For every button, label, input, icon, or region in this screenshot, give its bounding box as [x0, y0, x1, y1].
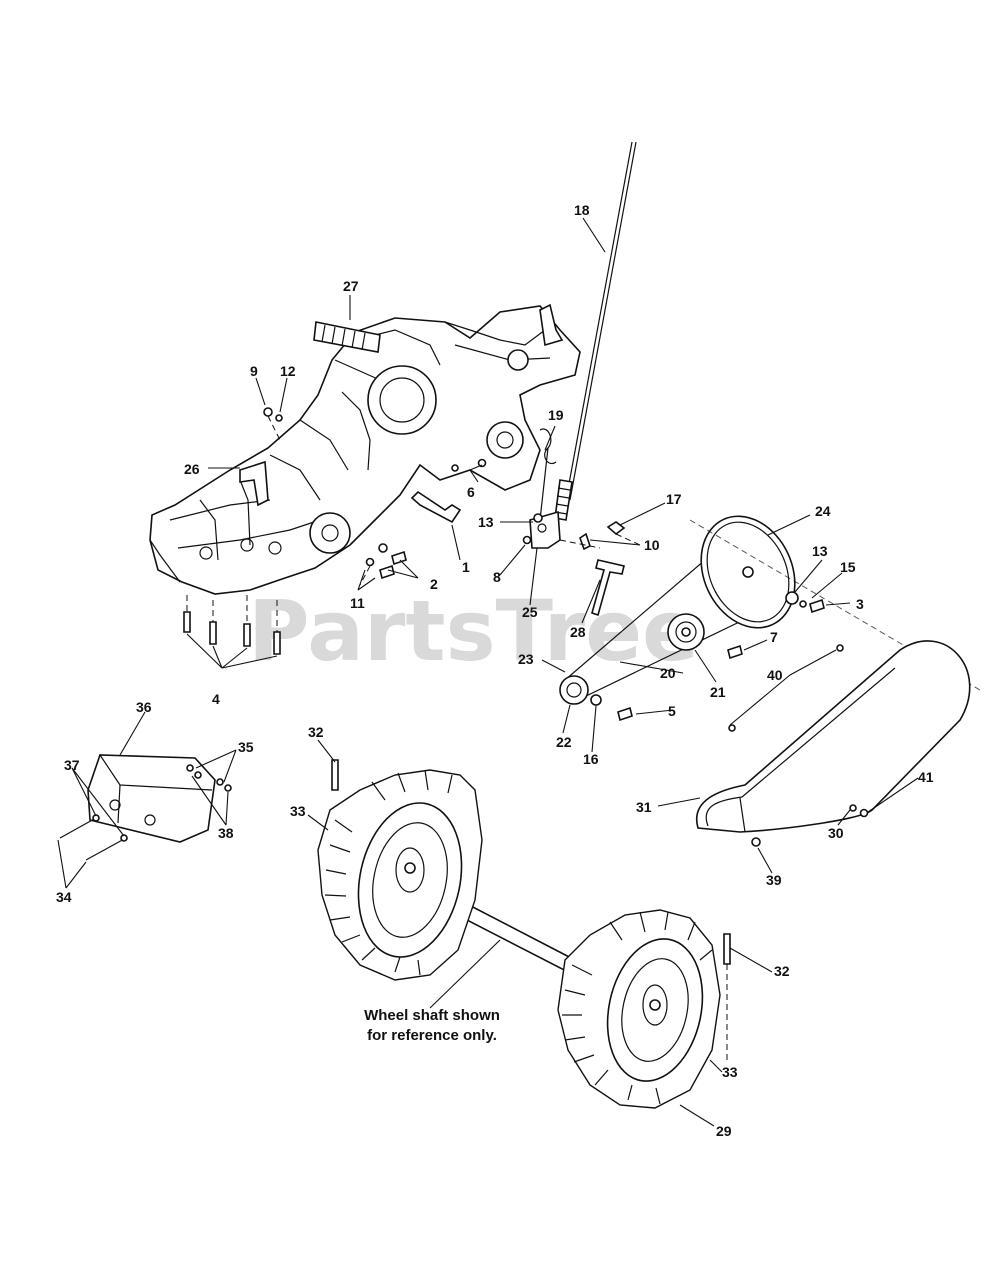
callout-2: 2: [430, 576, 438, 592]
callout-40: 40: [767, 667, 783, 683]
callout-35: 35: [238, 739, 254, 755]
callout-17: 17: [666, 491, 682, 507]
reference-note-line-1: Wheel shaft shown: [364, 1007, 500, 1024]
callout-24: 24: [815, 503, 831, 519]
callout-7: 7: [770, 629, 778, 645]
callout-9: 9: [250, 363, 258, 379]
callout-39: 39: [766, 872, 782, 888]
callout-27: 27: [343, 278, 359, 294]
callout-29: 29: [716, 1123, 732, 1139]
part-4-bolts: [183, 595, 281, 655]
callout-labels: 1 2 3 4 5 6 7 8 9 10 11 12 13 13 15 16 1…: [56, 202, 934, 1139]
callout-13-left: 13: [478, 514, 494, 530]
reference-note-line-2: for reference only.: [367, 1027, 497, 1044]
callout-8: 8: [493, 569, 501, 585]
callout-3: 3: [856, 596, 864, 612]
callout-15: 15: [840, 559, 856, 575]
callout-25: 25: [522, 604, 538, 620]
hardware-group-left: [263, 407, 487, 586]
callout-33-right: 33: [722, 1064, 738, 1080]
part-26-bracket: [239, 460, 269, 507]
transmission-housing: [149, 303, 581, 595]
callout-32-right: 32: [774, 963, 790, 979]
callout-20: 20: [660, 665, 676, 681]
callout-31: 31: [636, 799, 652, 815]
drive-belt-and-pulleys: [559, 515, 981, 722]
part-1-bracket: [410, 490, 462, 524]
callout-33-left: 33: [290, 803, 306, 819]
control-bracket-parts: [522, 510, 641, 617]
control-rod-18: [554, 141, 637, 521]
leader-lines: [57, 217, 919, 1127]
callout-21: 21: [710, 684, 726, 700]
callout-13-right: 13: [812, 543, 828, 559]
callout-10: 10: [644, 537, 660, 553]
callout-26: 26: [184, 461, 200, 477]
callout-11: 11: [350, 595, 365, 611]
front-weight-36: [59, 754, 232, 861]
callout-23: 23: [518, 651, 534, 667]
callout-28: 28: [570, 624, 586, 640]
callout-4: 4: [212, 691, 220, 707]
callout-30: 30: [828, 825, 844, 841]
callout-1: 1: [462, 559, 470, 575]
watermark: PartsTree: [248, 582, 699, 680]
callout-41: 41: [918, 769, 934, 785]
callout-22: 22: [556, 734, 572, 750]
callout-38: 38: [218, 825, 234, 841]
callout-32-left: 32: [308, 724, 324, 740]
callout-36: 36: [136, 699, 152, 715]
callout-12: 12: [280, 363, 296, 379]
part-19-spring: [539, 428, 557, 521]
callout-19: 19: [548, 407, 564, 423]
belt-cover-31: [695, 640, 971, 847]
callout-34: 34: [56, 889, 72, 905]
callout-5: 5: [668, 703, 676, 719]
callout-6: 6: [467, 484, 475, 500]
callout-18: 18: [574, 202, 590, 218]
part-27-bracket: [313, 321, 381, 353]
callout-37: 37: [64, 757, 80, 773]
callout-16: 16: [583, 751, 599, 767]
wheel-right-29: [557, 909, 731, 1109]
wheel-left-29: [317, 759, 483, 981]
